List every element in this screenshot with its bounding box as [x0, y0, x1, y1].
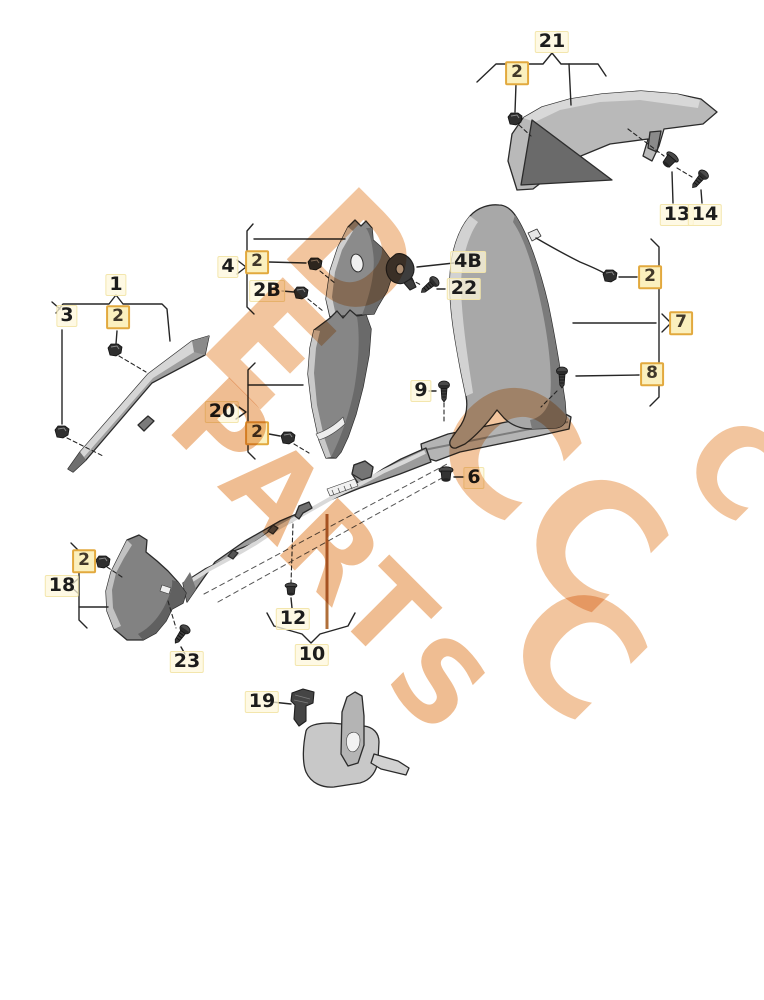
clip-icon — [602, 269, 618, 283]
screw-icon — [687, 167, 711, 192]
kick-panel-part-18 — [105, 534, 187, 641]
clip-icon — [54, 425, 70, 439]
clip-icon — [307, 257, 323, 271]
b-pillar-lower-trim-part-20 — [307, 309, 372, 459]
a-pillar-trim-part-1 — [67, 335, 210, 473]
footrest-trim-part — [302, 691, 410, 788]
b-pillar-lower-trim-part-7 — [449, 204, 567, 449]
clip-icon — [107, 343, 123, 357]
clip-icon — [280, 431, 296, 445]
screw-icon — [438, 380, 450, 403]
clip-icon — [95, 555, 111, 569]
screw-icon — [417, 274, 442, 298]
front-sill-trim-part-10 — [182, 447, 432, 603]
clip-icon — [293, 286, 309, 300]
b-pillar-upper-trim-part-4 — [325, 219, 394, 318]
belt-guide-part-4b — [385, 253, 417, 291]
c-pillar-trim-part-21 — [507, 90, 718, 191]
grommet-icon — [284, 582, 298, 597]
grommet-icon — [659, 149, 681, 171]
screw-icon — [170, 622, 193, 647]
bracket-part-19 — [290, 688, 315, 727]
grommet-icon — [438, 466, 454, 483]
